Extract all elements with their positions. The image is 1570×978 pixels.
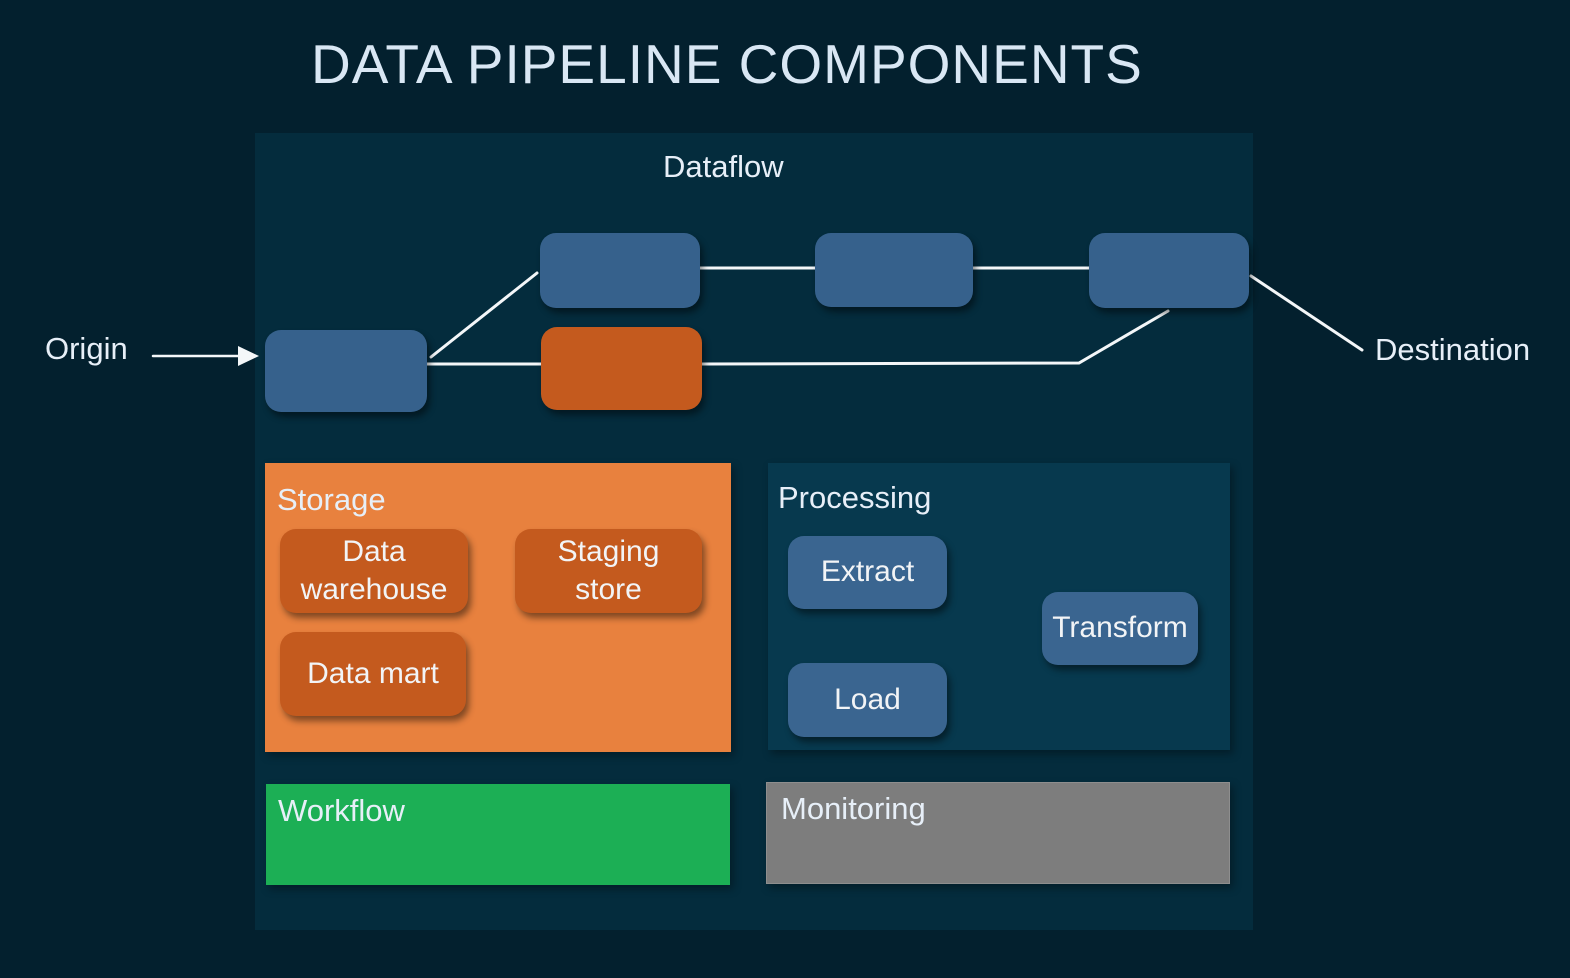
dataflow-node-stage-2[interactable] (815, 233, 973, 307)
processing-node-label: Extract (820, 555, 915, 589)
processing-node-extract[interactable]: Extract (788, 536, 947, 609)
dataflow-label: Dataflow (663, 149, 784, 184)
origin-label: Origin (45, 331, 128, 366)
processing-label: Processing (778, 480, 932, 515)
storage-node-data-warehouse[interactable]: Data warehouse (280, 529, 468, 613)
dataflow-node-source[interactable] (265, 330, 427, 412)
monitoring-panel[interactable] (766, 782, 1230, 884)
workflow-panel[interactable] (266, 784, 730, 885)
edge-top3-destination (1249, 274, 1364, 352)
destination-label: Destination (1375, 332, 1531, 367)
storage-node-data-mart[interactable]: Data mart (280, 632, 466, 716)
processing-node-load[interactable]: Load (788, 663, 947, 737)
workflow-label: Workflow (278, 793, 405, 828)
dataflow-node-stage-1[interactable] (540, 233, 700, 308)
storage-node-label: Data warehouse (300, 534, 448, 606)
storage-node-label: Data mart (307, 656, 439, 690)
storage-node-staging-store[interactable]: Staging store (515, 529, 702, 613)
page-title: DATA PIPELINE COMPONENTS (311, 33, 1143, 95)
dataflow-node-stage-3[interactable] (1089, 233, 1249, 308)
processing-node-label: Transform (1052, 611, 1188, 645)
storage-label: Storage (277, 482, 386, 517)
storage-node-label: Staging store (557, 534, 660, 606)
processing-node-label: Load (834, 682, 901, 716)
processing-node-transform[interactable]: Transform (1042, 592, 1198, 665)
dataflow-node-buffer[interactable] (541, 327, 702, 410)
monitoring-label: Monitoring (781, 791, 926, 826)
